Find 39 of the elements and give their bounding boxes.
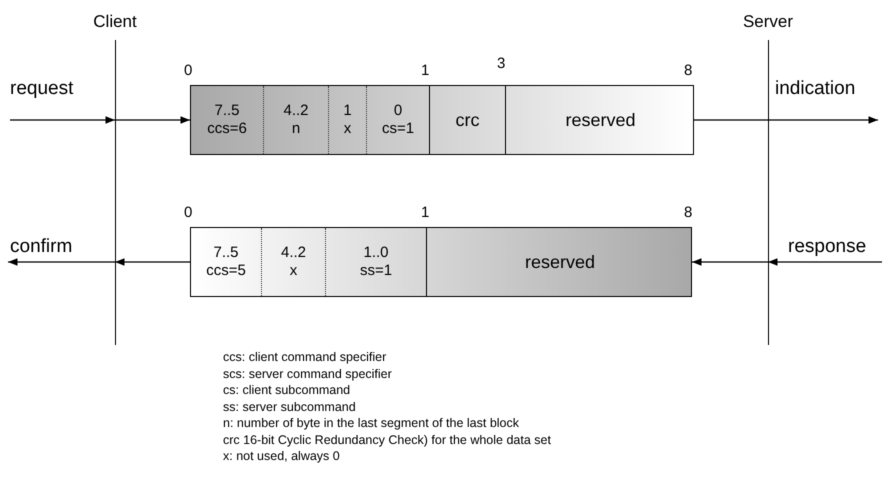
frame-box bbox=[190, 85, 694, 155]
field-cell: 1 x bbox=[328, 86, 366, 154]
message-label: confirm bbox=[10, 236, 72, 258]
legend-note: scs: server command specifier bbox=[223, 366, 392, 380]
message-label: response bbox=[788, 236, 866, 258]
arrow bbox=[768, 116, 878, 124]
field-cell: 1..0 ss=1 bbox=[325, 228, 426, 296]
arrow bbox=[768, 258, 882, 266]
field-cell: 4..2 n bbox=[263, 86, 328, 154]
participant-label: Client bbox=[92, 12, 138, 32]
legend-note: n: number of byte in the last segment of the last block bbox=[223, 416, 519, 430]
field-name: reserved bbox=[524, 253, 596, 271]
legend-note: ccs: client command specifier bbox=[223, 350, 386, 364]
participant-label: Server bbox=[742, 12, 794, 32]
legend-note: ss: server subcommand bbox=[223, 400, 356, 414]
byte-offset: 3 bbox=[497, 55, 506, 72]
arrow bbox=[115, 116, 190, 124]
byte-offset: 8 bbox=[684, 62, 692, 79]
field-cell: 7..5 ccs=6 bbox=[191, 86, 263, 154]
message-label: request bbox=[10, 78, 74, 100]
field-cell: 7..5 ccs=5 bbox=[191, 228, 261, 296]
legend-note: cs: client subcommand bbox=[223, 383, 350, 397]
byte-offset: 0 bbox=[184, 204, 192, 221]
field-cell: 0 cs=1 bbox=[366, 86, 429, 154]
legend-note: x: not used, always 0 bbox=[223, 449, 340, 463]
arrow bbox=[115, 258, 190, 266]
byte-offset: 1 bbox=[421, 204, 430, 221]
byte-offset: 1 bbox=[421, 62, 430, 79]
legend-note: crc 16-bit Cyclic Redundancy Check) for the whole data set bbox=[223, 432, 551, 446]
field-name: crc bbox=[456, 111, 480, 129]
arrow bbox=[692, 258, 768, 266]
byte-offset: 0 bbox=[184, 62, 192, 79]
message-label: indication bbox=[775, 78, 856, 100]
byte-offset: 8 bbox=[684, 204, 692, 221]
arrow bbox=[10, 116, 115, 124]
field-cell: 4..2 x bbox=[261, 228, 325, 296]
field-name: reserved bbox=[565, 111, 636, 129]
arrow bbox=[8, 258, 115, 266]
frame-box bbox=[190, 227, 692, 297]
